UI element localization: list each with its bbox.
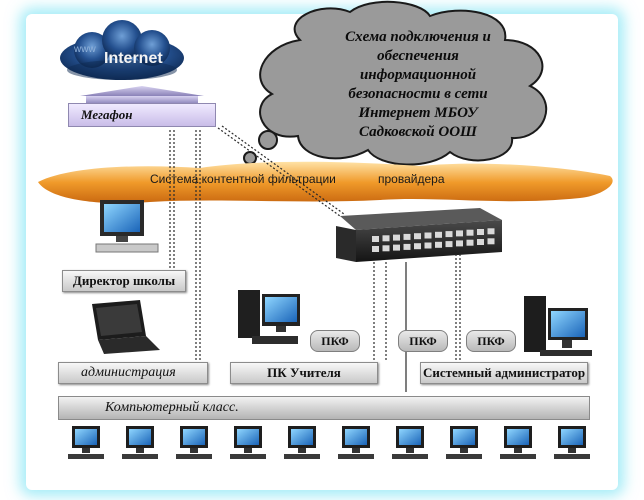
pkf-label-sysadmin: ПКФ xyxy=(477,333,505,348)
switch-port xyxy=(456,230,463,237)
switch-port xyxy=(445,241,453,248)
teacher-computer-icon xyxy=(238,290,300,344)
filter-label-part1: Система контентной фильтрации xyxy=(150,172,336,186)
title-cloud-bubble-large xyxy=(258,130,278,150)
title-line-3: информационной xyxy=(359,67,477,83)
title-line-4: безопасности в сети xyxy=(348,86,488,102)
sysadmin-box: Системный администратор xyxy=(420,362,588,384)
pkf-badge-sysadmin: ПКФ xyxy=(466,330,516,352)
workstation-monitor-icon xyxy=(122,426,158,459)
internet-label: Internet xyxy=(104,50,163,67)
switch-port xyxy=(435,231,442,238)
switch-port xyxy=(487,228,495,235)
computer-class-label: Компьютерный класс. xyxy=(105,400,239,415)
workstation-monitor-icon xyxy=(446,426,482,459)
line-megafon-switch xyxy=(217,127,341,217)
title-line-1: Схема подключения и xyxy=(345,29,491,45)
diagram-title: Схема подключения и обеспечения информац… xyxy=(318,28,518,142)
switch-port xyxy=(477,229,484,235)
director-label: Директор школы xyxy=(72,273,176,288)
director-box: Директор школы xyxy=(62,270,186,292)
switch-port xyxy=(466,239,474,246)
switch-port xyxy=(424,232,432,239)
workstation-monitor-icon xyxy=(554,426,590,459)
connection-lines xyxy=(169,125,461,392)
switch-port xyxy=(414,243,421,250)
filter-band-shape xyxy=(38,161,613,204)
pkf-label-class: ПКФ xyxy=(409,333,437,348)
workstation-monitor-icon xyxy=(230,426,266,459)
title-line-5: Интернет МБОУ xyxy=(358,105,478,121)
switch-port xyxy=(424,242,432,249)
internet-cloud-icon xyxy=(60,20,184,80)
uplink-arrow-icon xyxy=(80,86,204,104)
network-switch-icon xyxy=(336,208,502,262)
switch-port xyxy=(372,246,379,252)
filter-label-part2: провайдера xyxy=(378,172,445,186)
pkf-badge-class: ПКФ xyxy=(398,330,448,352)
administration-box: администрация xyxy=(58,362,208,384)
title-line-2: обеспечения xyxy=(377,48,459,64)
director-computer-icon xyxy=(95,200,159,253)
switch-port xyxy=(456,240,463,247)
workstation-monitor-icon xyxy=(500,426,536,459)
line-megafon-switch-b xyxy=(221,125,345,215)
title-cloud-shape xyxy=(259,0,548,166)
switch-port xyxy=(445,231,453,238)
workstation-monitor-icon xyxy=(338,426,374,459)
workstation-monitor-icon xyxy=(176,426,212,459)
teacher-box: ПК Учителя xyxy=(230,362,378,384)
pkf-badge-teacher: ПКФ xyxy=(310,330,360,352)
sysadmin-label: Системный администратор xyxy=(422,365,586,380)
workstation-monitor-icon xyxy=(392,426,428,459)
switch-port xyxy=(435,241,442,248)
switch-port xyxy=(477,239,484,245)
computer-class-bar: Компьютерный класс. xyxy=(58,396,590,420)
teacher-label: ПК Учителя xyxy=(267,365,341,380)
megafon-box: Мегафон xyxy=(68,103,216,127)
switch-port xyxy=(403,233,411,240)
sysadmin-computer-icon xyxy=(524,296,592,356)
switch-port xyxy=(372,236,379,242)
switch-port xyxy=(393,234,400,241)
switch-port xyxy=(382,245,390,252)
switch-port xyxy=(403,243,411,250)
switch-port xyxy=(414,233,421,240)
computer-class-workstations xyxy=(68,426,590,459)
www-label: www xyxy=(74,44,96,55)
switch-port xyxy=(393,244,400,251)
administration-laptop-icon xyxy=(92,300,160,354)
title-line-6: Садковской ООШ xyxy=(359,124,477,140)
pkf-label-teacher: ПКФ xyxy=(321,333,349,348)
switch-port xyxy=(382,235,390,242)
workstation-monitor-icon xyxy=(284,426,320,459)
megafon-label: Мегафон xyxy=(81,107,133,122)
workstation-monitor-icon xyxy=(68,426,104,459)
administration-label: администрация xyxy=(81,365,176,380)
switch-port xyxy=(487,238,495,245)
switch-port xyxy=(466,229,474,236)
